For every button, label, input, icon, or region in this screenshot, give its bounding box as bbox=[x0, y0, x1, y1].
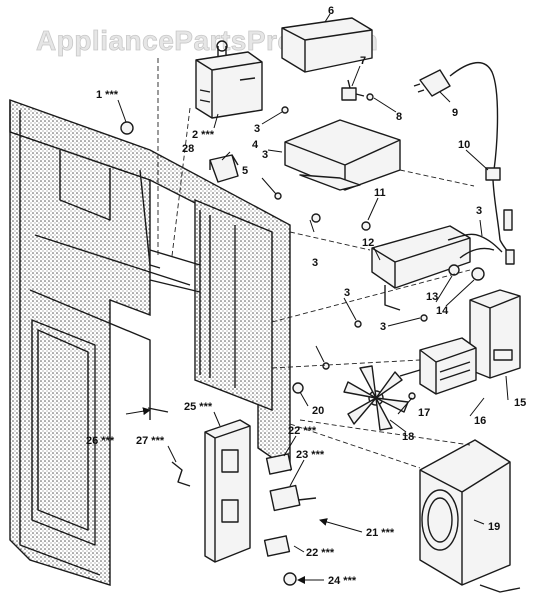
callout-20: 20 bbox=[312, 405, 324, 417]
callout-10: 10 bbox=[458, 139, 470, 151]
callout-3a: 3 bbox=[254, 123, 260, 135]
callout-3f: 3 bbox=[476, 205, 482, 217]
callout-26: 26 *** bbox=[86, 435, 115, 447]
latch-lever bbox=[147, 407, 191, 487]
callout-22b: 22 *** bbox=[306, 547, 335, 559]
callout-6: 6 bbox=[328, 5, 334, 17]
fan-shroud bbox=[419, 439, 521, 593]
callout-15: 15 bbox=[514, 397, 526, 409]
oven-chassis bbox=[9, 99, 291, 586]
leader-lines bbox=[117, 13, 509, 584]
fan-bracket bbox=[469, 289, 521, 379]
callout-14: 14 bbox=[436, 305, 449, 317]
callout-3d: 3 bbox=[344, 287, 350, 299]
fan-blade bbox=[343, 365, 409, 431]
callout-13: 13 bbox=[426, 291, 438, 303]
callout-5: 5 bbox=[242, 165, 248, 177]
fuse-diode bbox=[448, 264, 485, 281]
callout-18: 18 bbox=[402, 431, 414, 443]
callout-27: 27 *** bbox=[136, 435, 165, 447]
callout-12: 12 bbox=[362, 237, 374, 249]
callout-4: 4 bbox=[252, 139, 259, 151]
magnetron bbox=[195, 40, 263, 119]
callout-2: 2 *** bbox=[192, 129, 215, 141]
washer bbox=[292, 382, 304, 394]
thermal-switch bbox=[341, 79, 365, 101]
door-switches bbox=[263, 453, 317, 557]
callout-16: 16 bbox=[474, 415, 486, 427]
callout-19: 19 bbox=[488, 521, 500, 533]
screws bbox=[120, 93, 428, 586]
callout-17: 17 bbox=[418, 407, 430, 419]
callout-23: 23 *** bbox=[296, 449, 325, 461]
callout-22a: 22 *** bbox=[288, 425, 317, 437]
callout-8: 8 bbox=[396, 111, 402, 123]
callout-11: 11 bbox=[374, 187, 386, 199]
callout-9: 9 bbox=[452, 107, 458, 119]
fan-motor bbox=[399, 337, 477, 395]
bracket-28 bbox=[209, 154, 239, 183]
callout-21: 21 *** bbox=[366, 527, 395, 539]
assembly-lines bbox=[157, 58, 475, 469]
wire-harness bbox=[447, 209, 515, 265]
callout-25: 25 *** bbox=[184, 401, 213, 413]
callout-labels: 1 *** 2 *** 3 3 3 3 3 3 4 5 6 7 8 9 10 1… bbox=[86, 5, 526, 587]
callout-3c: 3 bbox=[312, 257, 318, 269]
callout-3e: 3 bbox=[380, 321, 386, 333]
capacitor-bracket bbox=[371, 225, 471, 311]
air-duct bbox=[284, 119, 401, 191]
callout-28: 28 bbox=[182, 143, 194, 155]
callout-24: 24 *** bbox=[328, 575, 357, 587]
top-bracket bbox=[281, 17, 373, 73]
callout-7: 7 bbox=[360, 55, 366, 67]
callout-3b: 3 bbox=[262, 149, 268, 161]
power-cord bbox=[413, 62, 499, 171]
callout-1: 1 *** bbox=[96, 89, 119, 101]
switch-bracket bbox=[204, 419, 251, 563]
